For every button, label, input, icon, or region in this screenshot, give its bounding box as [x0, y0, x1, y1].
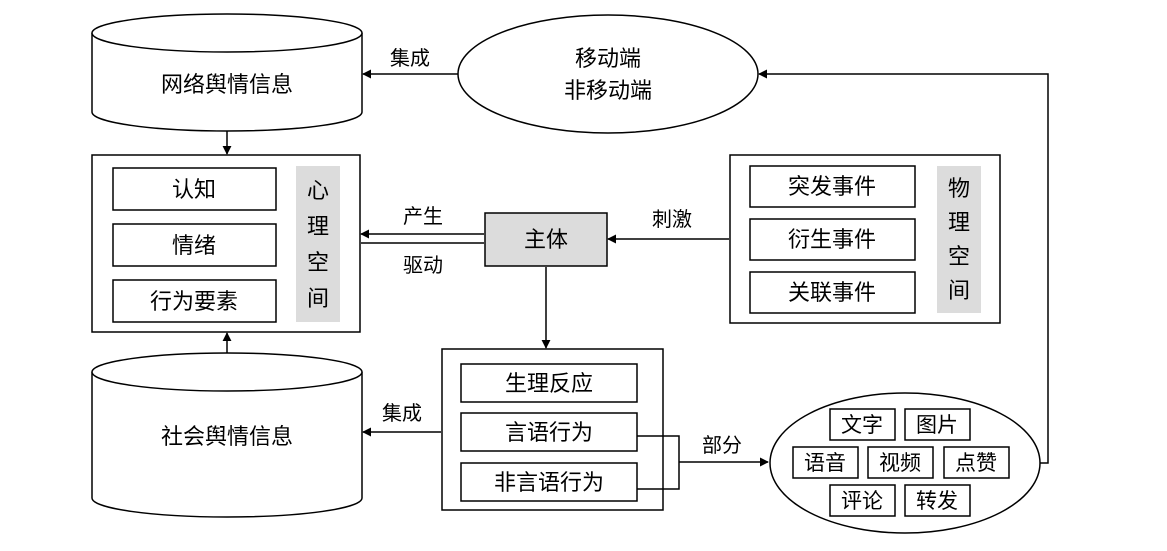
network-opinion-database: 网络舆情信息 — [91, 13, 363, 132]
media-image: 图片 — [916, 413, 958, 437]
media-ellipse: 文字 图片 语音 视频 点赞 评论 转发 — [769, 392, 1041, 534]
mobile-ellipse: 移动端 非移动端 — [457, 14, 759, 134]
physical-label-char-1: 物 — [948, 177, 970, 202]
edge-label-stimulate: 刺激 — [652, 207, 692, 231]
psych-item-emotion: 情绪 — [172, 234, 216, 259]
edge-feedback-loop — [758, 69, 1049, 464]
physical-label-char-4: 间 — [948, 279, 970, 304]
media-repost: 转发 — [916, 489, 958, 513]
edge-label-produce: 产生 — [403, 204, 443, 228]
media-voice: 语音 — [804, 451, 846, 475]
physical-label-char-2: 理 — [948, 211, 970, 236]
edge-label-drive: 驱动 — [403, 253, 443, 277]
physical-space-box: 突发事件 衍生事件 关联事件 物 理 空 间 — [729, 154, 1001, 324]
physical-item-sudden-event: 突发事件 — [788, 175, 876, 200]
psych-label-char-2: 理 — [307, 215, 329, 240]
edge-label-integrate-bottom: 集成 — [382, 401, 422, 425]
reactions-box: 生理反应 言语行为 非言语行为 — [441, 348, 664, 511]
network-opinion-label: 网络舆情信息 — [161, 73, 293, 98]
reaction-physiological: 生理反应 — [505, 372, 593, 397]
media-like: 点赞 — [955, 451, 997, 475]
social-opinion-database: 社会舆情信息 — [91, 352, 363, 518]
subject-label: 主体 — [524, 228, 568, 253]
reaction-verbal: 言语行为 — [505, 421, 593, 446]
edge-label-integrate-top: 集成 — [390, 46, 430, 70]
psych-label-char-1: 心 — [307, 179, 329, 204]
media-comment: 评论 — [841, 489, 883, 513]
psych-label-char-4: 间 — [307, 287, 329, 312]
psych-item-cognition: 认知 — [172, 178, 216, 203]
physical-label-char-3: 空 — [948, 245, 970, 270]
physical-item-related-event: 关联事件 — [788, 281, 876, 306]
mobile-label: 移动端 — [575, 47, 641, 72]
non-mobile-label: 非移动端 — [564, 79, 652, 104]
social-opinion-label: 社会舆情信息 — [161, 425, 293, 450]
subject-box: 主体 — [484, 212, 608, 267]
physical-item-derived-event: 衍生事件 — [788, 228, 876, 253]
psych-label-char-3: 空 — [307, 251, 329, 276]
psych-item-behavior-elements: 行为要素 — [150, 290, 238, 315]
edge-label-partial: 部分 — [702, 433, 742, 457]
psychological-space-box: 认知 情绪 行为要素 心 理 空 间 — [91, 154, 361, 333]
media-text: 文字 — [841, 413, 883, 437]
reaction-nonverbal: 非言语行为 — [494, 471, 604, 496]
media-video: 视频 — [879, 451, 921, 475]
